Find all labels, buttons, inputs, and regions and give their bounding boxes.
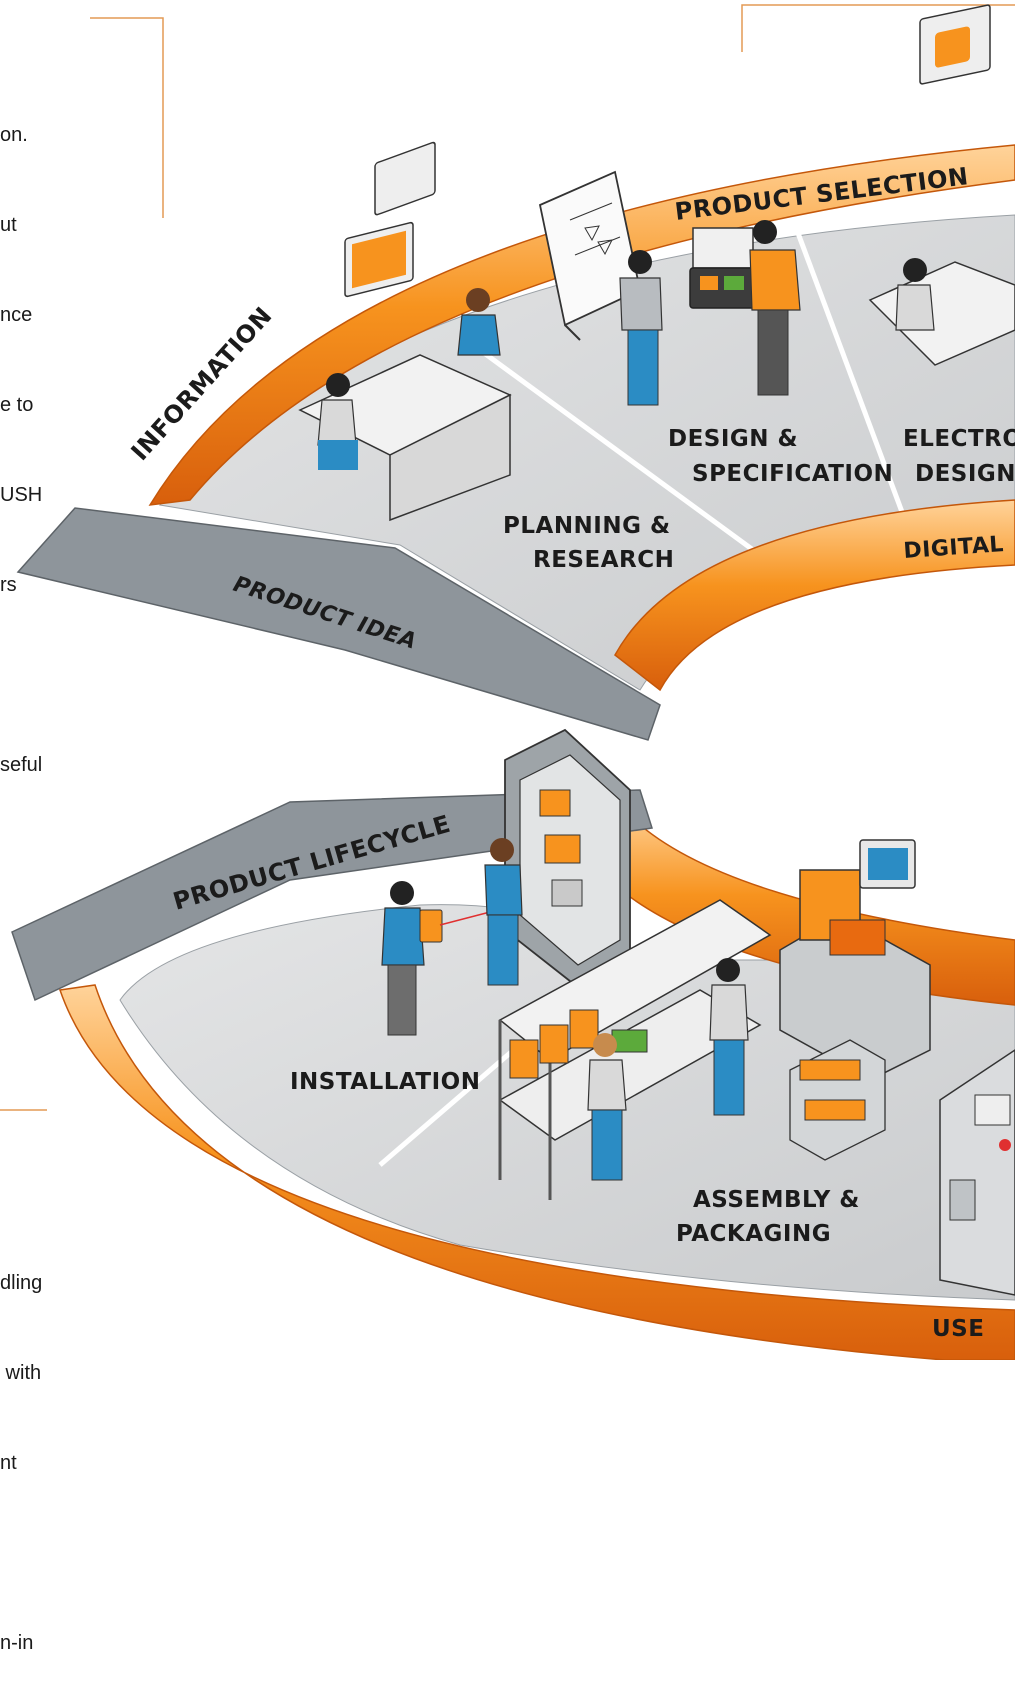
packaging-machine — [779, 839, 931, 1161]
assembly-bench — [498, 899, 772, 1200]
text-line: n-in — [0, 1632, 34, 1654]
top-left-text-block: on. ut nce e to USH rs seful — [0, 60, 42, 810]
text-line: USH — [0, 484, 43, 506]
outer-orange-arc-top — [148, 144, 1015, 506]
callout-lines — [0, 4, 1015, 1111]
digital-orange-arc — [614, 499, 1015, 692]
text-line: on. — [0, 124, 28, 146]
installation-label: INSTALLATION — [290, 1069, 480, 1095]
stage-label-line: DESIGN & — [668, 426, 798, 452]
electronic-design-scene — [868, 4, 1015, 366]
lifecycle-illustration: INFORMATION PRODUCT SELECTION DIGITAL PR… — [0, 4, 1015, 1360]
electronic-design-label: ELECTRON DESIGN — [903, 426, 1015, 487]
planning-desk-scene — [298, 141, 512, 522]
stage-dividers — [478, 224, 908, 558]
text-line: nce — [0, 304, 33, 326]
use-orange-arc — [58, 984, 1015, 1360]
text-line: e to — [0, 394, 34, 416]
stage-label-line: DESIGN — [915, 461, 1015, 487]
planning-research-label: PLANNING & RESEARCH — [503, 513, 674, 573]
use-machine — [939, 1049, 1015, 1296]
text-line: with — [0, 1362, 42, 1384]
text-line: dling — [0, 1272, 43, 1294]
stage-label-line: PACKAGING — [676, 1221, 831, 1247]
product-idea-banner — [16, 507, 661, 741]
design-scene — [538, 170, 801, 406]
stage-label-line: RESEARCH — [533, 547, 674, 573]
text-line: seful — [0, 754, 43, 776]
stage-label-line: ELECTRON — [903, 426, 1015, 452]
stage-label-line: PLANNING & — [503, 513, 671, 539]
product-lifecycle-banner — [11, 789, 653, 1002]
design-specification-label: DESIGN & SPECIFICATION — [668, 426, 893, 487]
use-arc-label: USE — [932, 1316, 984, 1342]
installation-workers — [381, 838, 523, 1036]
text-line: rs — [0, 574, 17, 596]
stage-label-line: ASSEMBLY & — [693, 1187, 860, 1213]
stage-label-line: SPECIFICATION — [692, 461, 893, 487]
text-line — [0, 1538, 42, 1568]
text-line: nt — [0, 1452, 17, 1474]
text-line: ut — [0, 214, 17, 236]
assembly-packaging-label: ASSEMBLY & PACKAGING — [676, 1187, 860, 1247]
